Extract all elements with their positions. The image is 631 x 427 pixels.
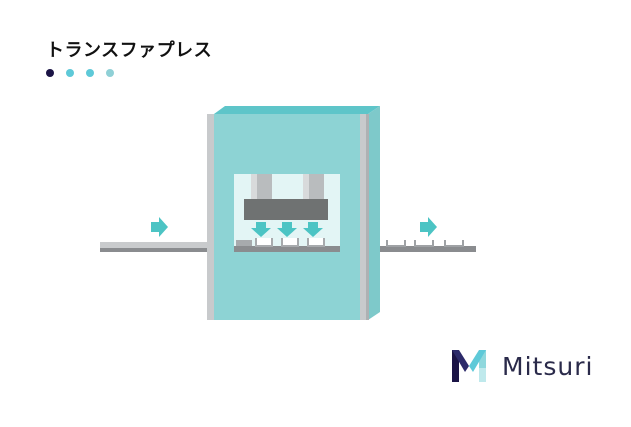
- right-pillar: [360, 114, 366, 320]
- page-title: トランスファプレス: [46, 40, 213, 61]
- right-arrow-icon: [151, 217, 168, 237]
- dot-1: [46, 69, 54, 77]
- down-arrow-icon: [277, 222, 297, 237]
- press-window: [234, 174, 340, 252]
- logo-text: Mitsuri: [502, 351, 594, 381]
- down-arrow-icon: [251, 222, 271, 237]
- machine-top: [214, 106, 380, 114]
- dot-3: [86, 69, 94, 77]
- machine-side: [368, 106, 380, 320]
- workpiece: [281, 238, 299, 247]
- workpiece: [255, 238, 273, 247]
- dot-4: [106, 69, 114, 77]
- progress-dots: [46, 69, 114, 77]
- left-pillar: [207, 114, 214, 320]
- mitsuri-m-logo-icon: [452, 350, 486, 382]
- press-arrows: [251, 222, 323, 237]
- press-ram: [244, 199, 328, 220]
- mitsuri-logo: Mitsuri: [450, 348, 593, 384]
- press-bed: [234, 246, 340, 252]
- down-arrow-icon: [303, 222, 323, 237]
- output-parts: [386, 240, 464, 247]
- workpiece: [307, 238, 325, 247]
- output-conveyor: [368, 246, 476, 252]
- dot-2: [66, 69, 74, 77]
- right-arrow-icon: [420, 217, 437, 237]
- input-conveyor: [100, 242, 208, 252]
